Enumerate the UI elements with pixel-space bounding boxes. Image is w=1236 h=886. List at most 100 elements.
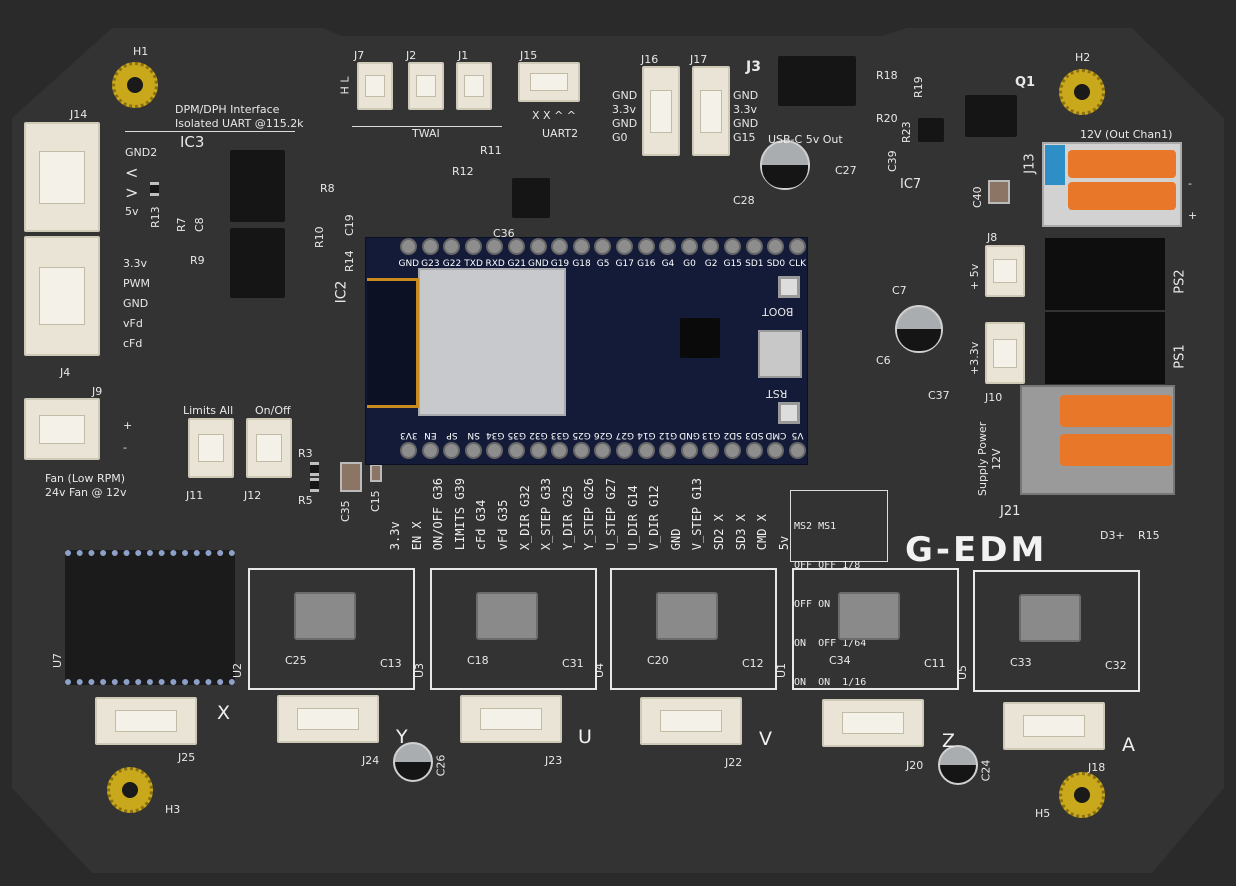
- pin-label: G0: [612, 131, 628, 144]
- dpm-label-1: DPM/DPH Interface: [175, 103, 280, 116]
- j21-label: J21: [1000, 504, 1021, 519]
- connector-j25: [95, 697, 197, 745]
- pin-label: GND: [733, 89, 759, 102]
- connector-j18: [1003, 702, 1105, 750]
- driver-socket-u5: [973, 570, 1140, 692]
- stepper-driver-module-u7: [65, 550, 235, 685]
- optocoupler-2: [230, 228, 285, 298]
- 5v-label: + 5v: [968, 263, 981, 290]
- fan-label-1: Fan (Low RPM): [45, 472, 126, 485]
- j4-pin: 3.3v: [123, 257, 148, 270]
- j18-label: J18: [1088, 761, 1106, 774]
- terminal-lever[interactable]: [1060, 395, 1172, 427]
- j16-pins: GND 3.3v GND G0: [612, 90, 637, 143]
- dip-switch[interactable]: [1019, 594, 1081, 642]
- reset-button[interactable]: [778, 402, 800, 424]
- c37-label: C37: [928, 389, 950, 402]
- mounting-hole-h3: [107, 767, 153, 813]
- terminal-lever[interactable]: [1060, 434, 1172, 466]
- j4-pin: cFd: [123, 337, 143, 350]
- supply-power-label: Supply Power: [976, 421, 989, 496]
- u5-label: U5: [956, 664, 970, 681]
- ic2-label: IC2: [333, 280, 350, 304]
- axis-label-y: Y: [396, 726, 408, 748]
- power-supply-ps1: [1045, 312, 1165, 384]
- resistor-r3: [310, 462, 319, 476]
- capacitor-c26: [393, 742, 433, 782]
- regulator-chip: [918, 118, 944, 142]
- driver-socket-u2: [248, 568, 415, 690]
- connector-j14: [24, 122, 100, 232]
- connector-j20: [822, 699, 924, 747]
- j8-label: J8: [987, 231, 998, 244]
- ic3-label: IC3: [180, 133, 205, 151]
- optocoupler-1: [230, 150, 285, 222]
- minus-label: -: [1188, 177, 1192, 190]
- cap-label: C20: [647, 654, 669, 667]
- j10-label: J10: [985, 391, 1003, 404]
- r8-label: R8: [320, 182, 335, 195]
- c8-label: C8: [193, 217, 206, 232]
- uart2-pins: X X ^ ^: [532, 109, 576, 122]
- g-edm-logo: G-EDM: [905, 530, 1048, 570]
- dip-switch[interactable]: [656, 592, 718, 640]
- dip-switch[interactable]: [476, 592, 538, 640]
- u4-label: U4: [593, 662, 607, 679]
- j4-pin: GND: [123, 297, 149, 310]
- cap-label: C33: [1010, 656, 1032, 669]
- q1-label: Q1: [1015, 75, 1036, 90]
- dip-switch[interactable]: [838, 592, 900, 640]
- r5-label: R5: [298, 494, 313, 507]
- connector-j9: [24, 398, 100, 460]
- j7-label: J7: [354, 49, 365, 62]
- axis-label-u: U: [578, 726, 592, 748]
- r7-label: R7: [175, 217, 188, 232]
- 3v3-label: +3.3v: [968, 341, 981, 375]
- u1-label: U1: [775, 662, 789, 679]
- connector-j17: [692, 66, 730, 156]
- c28-label: C28: [733, 194, 755, 207]
- j13-label: J13: [1022, 153, 1038, 174]
- j20-label: J20: [906, 759, 924, 772]
- mounting-hole-h1: [112, 62, 158, 108]
- terminal-lever[interactable]: [1068, 150, 1176, 178]
- twai-label: TWAI: [412, 127, 440, 140]
- j25-label: J25: [178, 751, 196, 764]
- j16-label: J16: [641, 53, 659, 66]
- axis-label-a: A: [1122, 734, 1135, 756]
- dip-switch[interactable]: [294, 592, 356, 640]
- driver-socket-u4: [610, 568, 777, 690]
- mosfet-q1: [965, 95, 1017, 137]
- resistor-r13: [150, 182, 159, 196]
- micro-usb-port[interactable]: [758, 330, 802, 378]
- boot-button[interactable]: [778, 276, 800, 298]
- power-supply-ps2: [1045, 238, 1165, 310]
- ps1-label: PS1: [1172, 344, 1188, 369]
- r15-label: R15: [1138, 529, 1160, 542]
- cap-label: C18: [467, 654, 489, 667]
- cap-label: C31: [562, 657, 584, 670]
- j1-label: J1: [458, 49, 469, 62]
- supply-voltage-label: 12V: [990, 448, 1003, 470]
- j24-label: J24: [362, 754, 380, 767]
- r19-label: R19: [912, 76, 925, 98]
- esp32-shield: [418, 268, 566, 416]
- j15-label: J15: [520, 49, 538, 62]
- r14-label: R14: [343, 250, 356, 272]
- r10-label: R10: [313, 226, 326, 248]
- c7-label: C7: [892, 284, 907, 297]
- cap-label: C25: [285, 654, 307, 667]
- cap-label: C13: [380, 657, 402, 670]
- c35-label: C35: [339, 500, 352, 522]
- connector-j10: [985, 322, 1025, 384]
- j23-label: J23: [545, 754, 563, 767]
- connector-j16: [642, 66, 680, 156]
- terminal-lever[interactable]: [1068, 182, 1176, 210]
- onoff-label: On/Off: [255, 404, 291, 417]
- uart2-label: UART2: [542, 127, 579, 140]
- chan1-label: 12V (Out Chan1): [1080, 128, 1173, 141]
- cap-label: C34: [829, 654, 851, 667]
